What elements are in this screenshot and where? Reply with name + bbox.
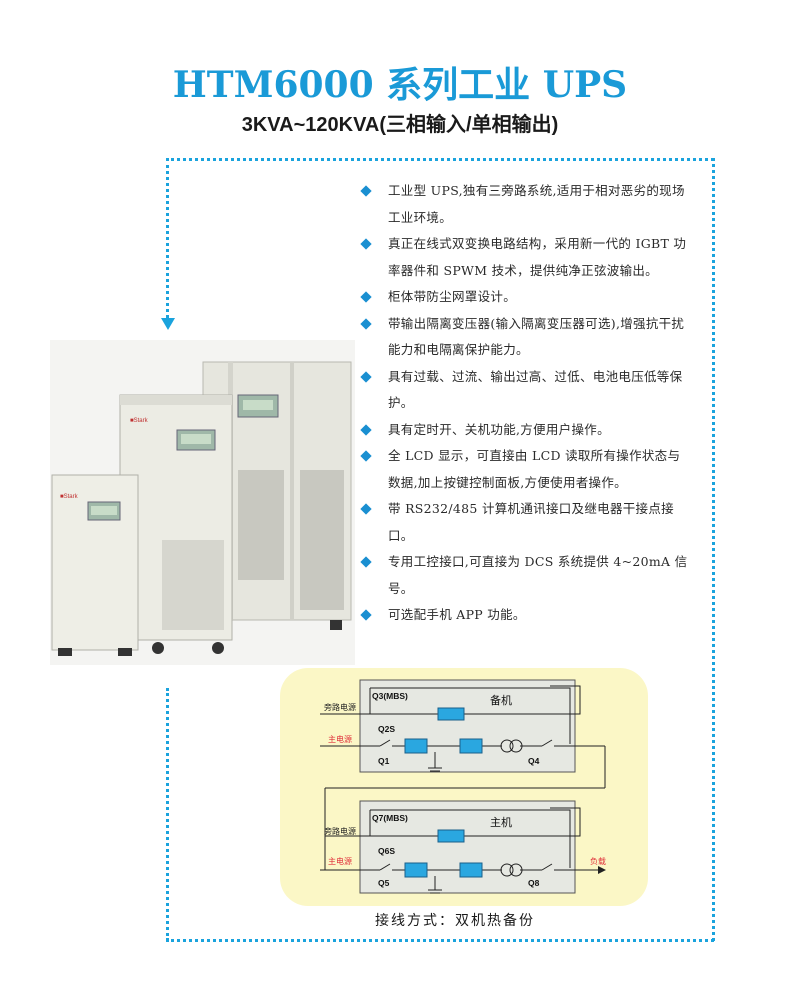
main-source-label: 主电源 bbox=[328, 734, 352, 744]
switch-label: Q3(MBS) bbox=[372, 691, 408, 701]
page-title: HTM6000 系列工业 UPS bbox=[172, 64, 628, 106]
main-unit-label: 主机 bbox=[490, 815, 512, 829]
product-photo: ■Stark ■Stark bbox=[50, 340, 355, 665]
frame-left-upper-line bbox=[166, 158, 169, 318]
transformer-icon bbox=[500, 863, 514, 877]
switch-label: Q5 bbox=[378, 878, 390, 888]
load-label: 负载 bbox=[590, 856, 606, 866]
diamond-bullet-icon bbox=[360, 238, 372, 250]
diamond-bullet-icon bbox=[360, 423, 372, 436]
wiring-diagram: Q3(MBS) Q2S Q1 Q4 备机 旁路电源 主电源 Q7(MBS) Q6… bbox=[320, 679, 606, 894]
transformer-icon bbox=[500, 739, 514, 753]
diamond-bullet-icon bbox=[360, 185, 372, 197]
diamond-bullet-icon bbox=[360, 503, 372, 515]
switch-label: Q7(MBS) bbox=[372, 813, 408, 823]
feature-item: 带输出隔离变压器(输入隔离变压器可选),增强抗干扰能力和电隔离保护能力。 bbox=[360, 311, 692, 364]
diamond-bullet-icon bbox=[360, 450, 372, 462]
diagram-caption: 接线方式：双机热备份 bbox=[375, 913, 535, 929]
static-switch-module bbox=[437, 707, 465, 721]
main-source-label: 主电源 bbox=[328, 856, 352, 866]
feature-list: 工业型 UPS,独有三旁路系统,适用于相对恶劣的现场工业环境。 真正在线式双变换… bbox=[360, 178, 692, 629]
static-switch-module bbox=[437, 829, 465, 843]
switch-label: Q6S bbox=[378, 846, 395, 856]
frame-left-lower-line bbox=[166, 688, 169, 941]
switch-label: Q2S bbox=[378, 724, 395, 734]
feature-item: 柜体带防尘网罩设计。 bbox=[360, 284, 692, 311]
backup-unit-label: 备机 bbox=[490, 693, 512, 707]
diamond-bullet-icon bbox=[360, 556, 372, 568]
feature-item: 全 LCD 显示，可直接由 LCD 读取所有操作状态与数据,加上按键控制面板,方… bbox=[360, 443, 692, 496]
feature-item: 带 RS232/485 计算机通讯接口及继电器干接点接口。 bbox=[360, 496, 692, 549]
switch-label: Q4 bbox=[528, 756, 540, 766]
frame-bottom-line bbox=[166, 939, 714, 942]
diamond-bullet-icon bbox=[360, 317, 372, 330]
switch-label: Q1 bbox=[378, 756, 390, 766]
feature-item: 专用工控接口,可直接为 DCS 系统提供 4~20mA 信号。 bbox=[360, 549, 692, 602]
svg-text:■Stark: ■Stark bbox=[60, 494, 79, 500]
bypass-source-label: 旁路电源 bbox=[324, 826, 356, 836]
frame-top-line bbox=[166, 158, 714, 161]
svg-text:■Stark: ■Stark bbox=[130, 418, 149, 424]
bypass-source-label: 旁路电源 bbox=[324, 702, 356, 712]
ups-cabinets-illustration: ■Stark ■Stark bbox=[51, 361, 352, 656]
inverter-module bbox=[459, 738, 483, 754]
diamond-bullet-icon bbox=[360, 370, 372, 383]
inverter-module bbox=[459, 862, 483, 878]
diamond-bullet-icon bbox=[360, 291, 372, 303]
main-unit-box bbox=[359, 800, 576, 894]
rectifier-module bbox=[404, 862, 428, 878]
diamond-bullet-icon bbox=[360, 609, 372, 621]
feature-item: 真正在线式双变换电路结构，采用新一代的 IGBT 功率器件和 SPWM 技术，提… bbox=[360, 231, 692, 284]
down-arrow-icon bbox=[161, 318, 175, 330]
page-subtitle: 3KVA~120KVA(三相输入/单相输出) bbox=[241, 114, 559, 136]
frame-right-line bbox=[712, 158, 715, 941]
medium-ups-cabinet: ■Stark bbox=[119, 394, 233, 654]
switch-label: Q8 bbox=[528, 878, 540, 888]
feature-item: 工业型 UPS,独有三旁路系统,适用于相对恶劣的现场工业环境。 bbox=[360, 178, 692, 231]
rectifier-module bbox=[404, 738, 428, 754]
small-ups-cabinet: ■Stark bbox=[51, 474, 139, 656]
feature-item: 可选配手机 APP 功能。 bbox=[360, 602, 692, 629]
output-arrow-icon bbox=[598, 866, 606, 874]
backup-unit-box bbox=[359, 679, 576, 773]
feature-item: 具有定时开、关机功能,方便用户操作。 bbox=[360, 417, 692, 444]
feature-item: 具有过载、过流、输出过高、过低、电池电压低等保护。 bbox=[360, 364, 692, 417]
